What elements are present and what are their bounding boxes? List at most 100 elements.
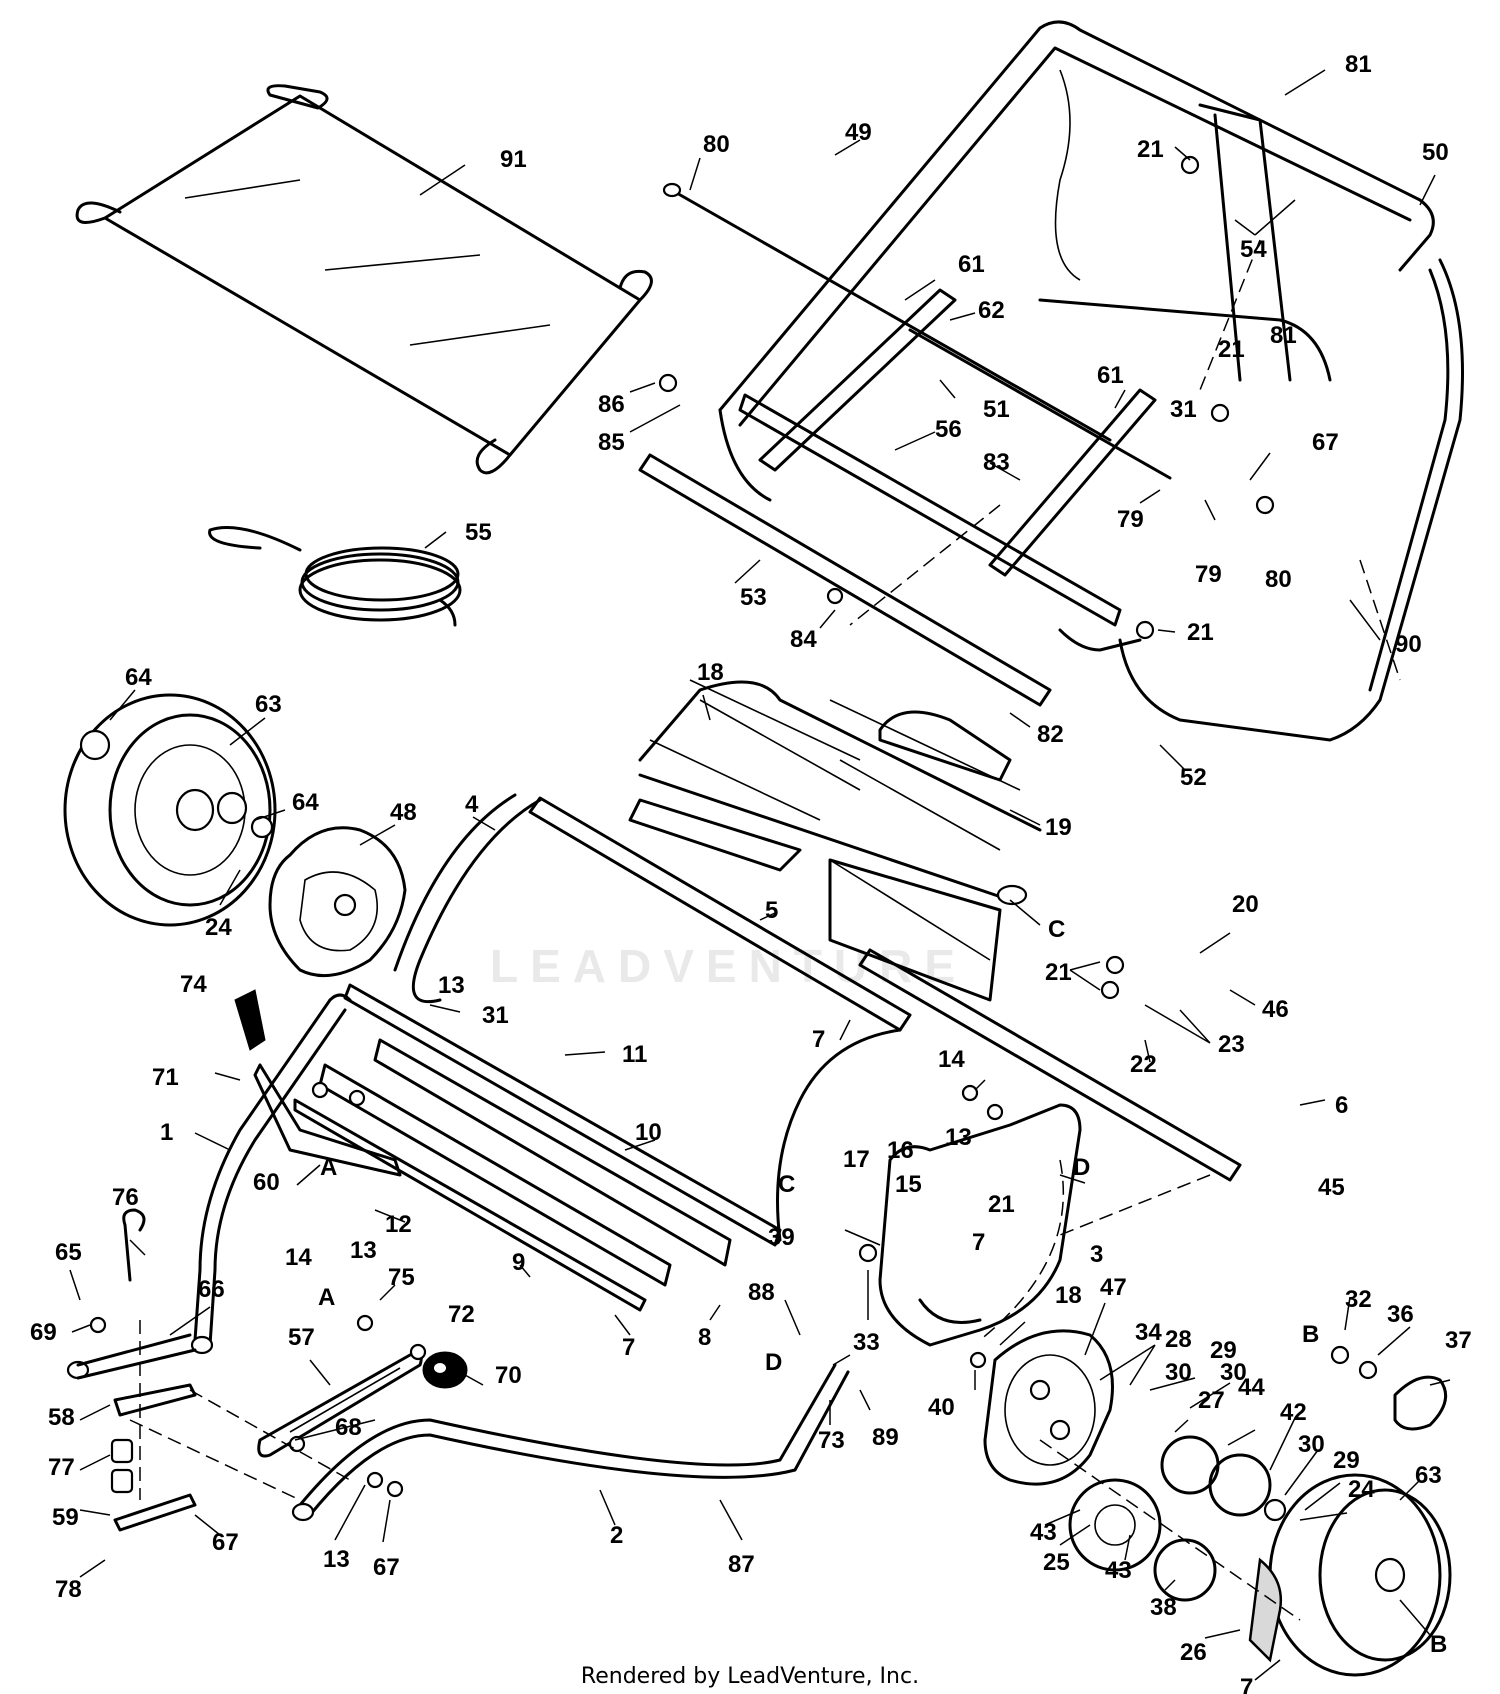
- callout-29b: 29: [1333, 1447, 1360, 1474]
- callout-52: 52: [1180, 764, 1207, 791]
- dump-tarp-part: [75, 84, 653, 475]
- callout-43b: 43: [1105, 1557, 1132, 1584]
- callout-7b: 7: [972, 1229, 985, 1256]
- callout-B: B: [1302, 1321, 1319, 1348]
- callout-18b: 18: [1055, 1282, 1082, 1309]
- assembly-lines: [129, 504, 1301, 1621]
- callout-32: 32: [1345, 1286, 1372, 1313]
- callout-71: 71: [152, 1064, 179, 1091]
- callout-7c: 7: [622, 1334, 635, 1361]
- callout-26: 26: [1180, 1639, 1207, 1666]
- callout-85: 85: [598, 429, 625, 456]
- callout-21d: 21: [988, 1191, 1015, 1218]
- side-plate-part: [878, 1103, 1082, 1347]
- handle-lower-part: [291, 1363, 850, 1522]
- callout-38: 38: [1150, 1594, 1177, 1621]
- right-hub-part: [983, 1329, 1114, 1486]
- callout-67b: 67: [212, 1529, 239, 1556]
- cord-part: [208, 526, 462, 627]
- callout-43: 43: [1030, 1519, 1057, 1546]
- rod-part: [662, 182, 1112, 442]
- callout-14b: 14: [285, 1244, 312, 1271]
- pin-part: [122, 1208, 146, 1282]
- callout-62: 62: [978, 297, 1005, 324]
- callout-30c: 30: [1298, 1431, 1325, 1458]
- footer-credit: Rendered by LeadVenture, Inc.: [580, 1664, 920, 1689]
- callout-21c: 21: [1045, 959, 1072, 986]
- handle-upper-part: [66, 993, 352, 1380]
- rear-bar-part: [858, 948, 1242, 1182]
- plates-part: [110, 1383, 197, 1532]
- callout-13b: 13: [350, 1237, 377, 1264]
- callout-3: 3: [1090, 1241, 1103, 1268]
- callout-6: 6: [1335, 1092, 1348, 1119]
- callout-51: 51: [983, 396, 1010, 423]
- callout-1: 1: [160, 1119, 173, 1146]
- callout-34: 34: [1135, 1319, 1162, 1346]
- callout-58: 58: [48, 1404, 75, 1431]
- callout-24b: 24: [1348, 1476, 1375, 1503]
- callout-75: 75: [388, 1264, 415, 1291]
- gears-part: [1068, 1435, 1283, 1663]
- callout-22: 22: [1130, 1051, 1157, 1078]
- callout-90: 90: [1395, 631, 1422, 658]
- knob-part: [422, 1351, 468, 1389]
- callout-40: 40: [928, 1394, 955, 1421]
- callout-28: 28: [1165, 1326, 1192, 1353]
- scraper-bars-part: [293, 1038, 732, 1312]
- callout-21b: 21: [1187, 619, 1214, 646]
- callout-67c: 67: [373, 1554, 400, 1581]
- callout-48: 48: [390, 799, 417, 826]
- callout-80b: 80: [1265, 566, 1292, 593]
- callout-82: 82: [1037, 721, 1064, 748]
- callout-20: 20: [1232, 891, 1259, 918]
- callout-80: 80: [703, 131, 730, 158]
- callout-23: 23: [1218, 1031, 1245, 1058]
- callout-C: C: [1048, 916, 1065, 943]
- right-wheel-part: [1268, 1473, 1452, 1677]
- callout-66: 66: [198, 1276, 225, 1303]
- callout-73: 73: [818, 1427, 845, 1454]
- callout-7: 7: [812, 1026, 825, 1053]
- callout-B2: B: [1430, 1631, 1447, 1658]
- callout-25: 25: [1043, 1549, 1070, 1576]
- callout-86: 86: [598, 391, 625, 418]
- callout-49: 49: [845, 119, 872, 146]
- callout-53: 53: [740, 584, 767, 611]
- bracket-part: [253, 1063, 402, 1177]
- callout-D: D: [1073, 1154, 1090, 1181]
- callout-45: 45: [1318, 1174, 1345, 1201]
- callout-42: 42: [1280, 1399, 1307, 1426]
- callout-87: 87: [728, 1551, 755, 1578]
- callout-54: 54: [1240, 236, 1267, 263]
- sweeper-housing-part: [343, 793, 912, 1247]
- callout-61: 61: [958, 251, 985, 278]
- callout-31: 31: [1170, 396, 1197, 423]
- callout-76: 76: [112, 1184, 139, 1211]
- callout-47: 47: [1100, 1274, 1127, 1301]
- callout-C2: C: [778, 1171, 795, 1198]
- callout-79: 79: [1117, 506, 1144, 533]
- callout-61b: 61: [1097, 362, 1124, 389]
- callout-13d: 13: [323, 1546, 350, 1573]
- callout-69: 69: [30, 1319, 57, 1346]
- callout-A: A: [320, 1154, 337, 1181]
- callout-11: 11: [622, 1041, 647, 1068]
- callout-60: 60: [253, 1169, 280, 1196]
- callout-A2: A: [318, 1284, 335, 1311]
- callout-77: 77: [48, 1454, 75, 1481]
- callout-65: 65: [55, 1239, 82, 1266]
- callout-72: 72: [448, 1301, 475, 1328]
- callout-17: 17: [843, 1146, 870, 1173]
- callouts: 91 55 80 49 81 21 50 54 61 62 81 21 61 8…: [30, 51, 1472, 1694]
- callout-84: 84: [790, 626, 817, 653]
- callout-19: 19: [1045, 814, 1072, 841]
- callout-88: 88: [748, 1279, 775, 1306]
- callout-37: 37: [1445, 1327, 1472, 1354]
- callout-7d: 7: [1240, 1674, 1253, 1694]
- callout-31b: 31: [482, 1002, 509, 1029]
- callout-50: 50: [1422, 139, 1449, 166]
- callout-13: 13: [438, 972, 465, 999]
- cap-part: [1393, 1375, 1448, 1431]
